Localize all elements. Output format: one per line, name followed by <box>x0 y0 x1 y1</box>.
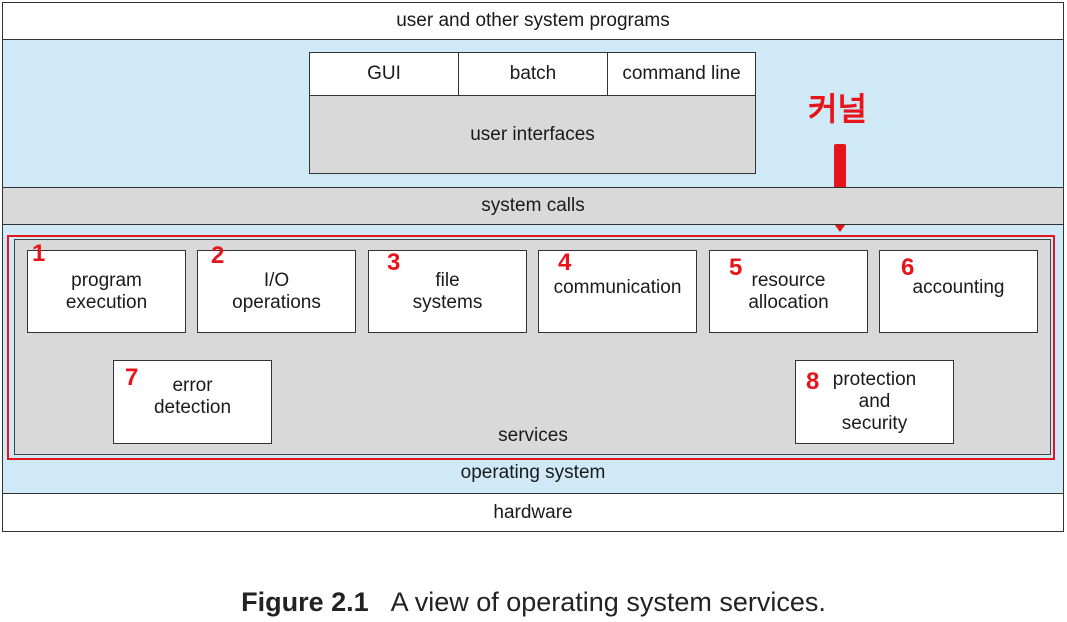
ui-tab-batch: batch <box>458 52 608 96</box>
system-calls-label: system calls <box>481 195 585 216</box>
hardware-layer: hardware <box>2 493 1064 532</box>
service-protection-security: protection and security <box>795 360 954 444</box>
service-program-execution: program execution <box>27 250 186 333</box>
service-error-detection: error detection <box>113 360 272 444</box>
service-number-6: 6 <box>901 254 915 281</box>
service-accounting-label: accounting <box>912 276 1005 298</box>
service-number-8: 8 <box>806 368 820 395</box>
service-error-detection-label: error detection <box>153 375 232 418</box>
service-communication: communication <box>538 250 697 333</box>
figure-number: Figure 2.1 <box>241 586 369 617</box>
figure-caption-text: A view of operating system services. <box>390 586 826 617</box>
ui-tab-command-line: command line <box>607 52 756 96</box>
user-programs-label: user and other system programs <box>396 10 670 31</box>
service-communication-label: communication <box>553 276 682 298</box>
user-interfaces-text: user interfaces <box>470 124 595 145</box>
service-resource-allocation: resource allocation <box>709 250 868 333</box>
services-text: services <box>498 425 568 446</box>
ui-tab-gui-label: GUI <box>367 63 401 84</box>
operating-system-text: operating system <box>460 462 606 483</box>
service-number-4: 4 <box>558 249 572 276</box>
service-resource-allocation-label: resource allocation <box>748 269 829 313</box>
service-number-7: 7 <box>125 364 139 391</box>
service-program-execution-label: program execution <box>65 269 148 313</box>
service-number-3: 3 <box>387 249 401 276</box>
service-number-1: 1 <box>32 240 46 267</box>
service-protection-security-label: protection and security <box>832 369 917 434</box>
kernel-label: 커널 <box>808 90 867 128</box>
user-programs-layer: user and other system programs <box>2 2 1064 40</box>
service-accounting: accounting <box>879 250 1038 333</box>
service-file-systems: file systems <box>368 250 527 333</box>
ui-tab-batch-label: batch <box>509 63 557 84</box>
user-interfaces-label: user interfaces <box>309 96 756 174</box>
service-file-systems-label: file systems <box>412 269 483 313</box>
services-label: services <box>433 423 633 449</box>
hardware-label: hardware <box>493 501 573 523</box>
service-io-operations: I/O operations <box>197 250 356 333</box>
kernel-highlight-frame <box>7 235 1055 460</box>
service-number-2: 2 <box>211 242 225 269</box>
ui-tab-command-line-label: command line <box>622 63 741 84</box>
figure-caption: Figure 2.1 A view of operating system se… <box>0 584 1067 620</box>
system-calls-layer: system calls <box>2 187 1064 225</box>
ui-tab-gui: GUI <box>309 52 459 96</box>
service-number-5: 5 <box>729 254 743 281</box>
service-io-operations-label: I/O operations <box>232 269 321 313</box>
operating-system-label: operating system <box>383 460 683 486</box>
